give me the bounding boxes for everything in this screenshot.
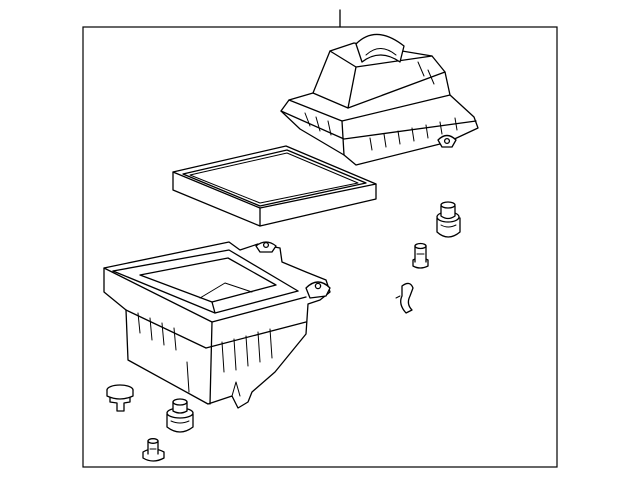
hose-clamp [395,282,414,314]
push-pin-bottom [142,438,165,462]
air-cleaner-upper-cover [280,33,479,166]
push-clip-mid [412,242,429,269]
grommet-lower-left [106,384,134,412]
mount-bushing-lower [166,398,194,433]
air-filter-element [172,145,377,227]
diagram-frame [82,26,558,468]
rubber-grommet-upper [436,201,461,238]
air-cleaner-lower-case [103,241,331,409]
